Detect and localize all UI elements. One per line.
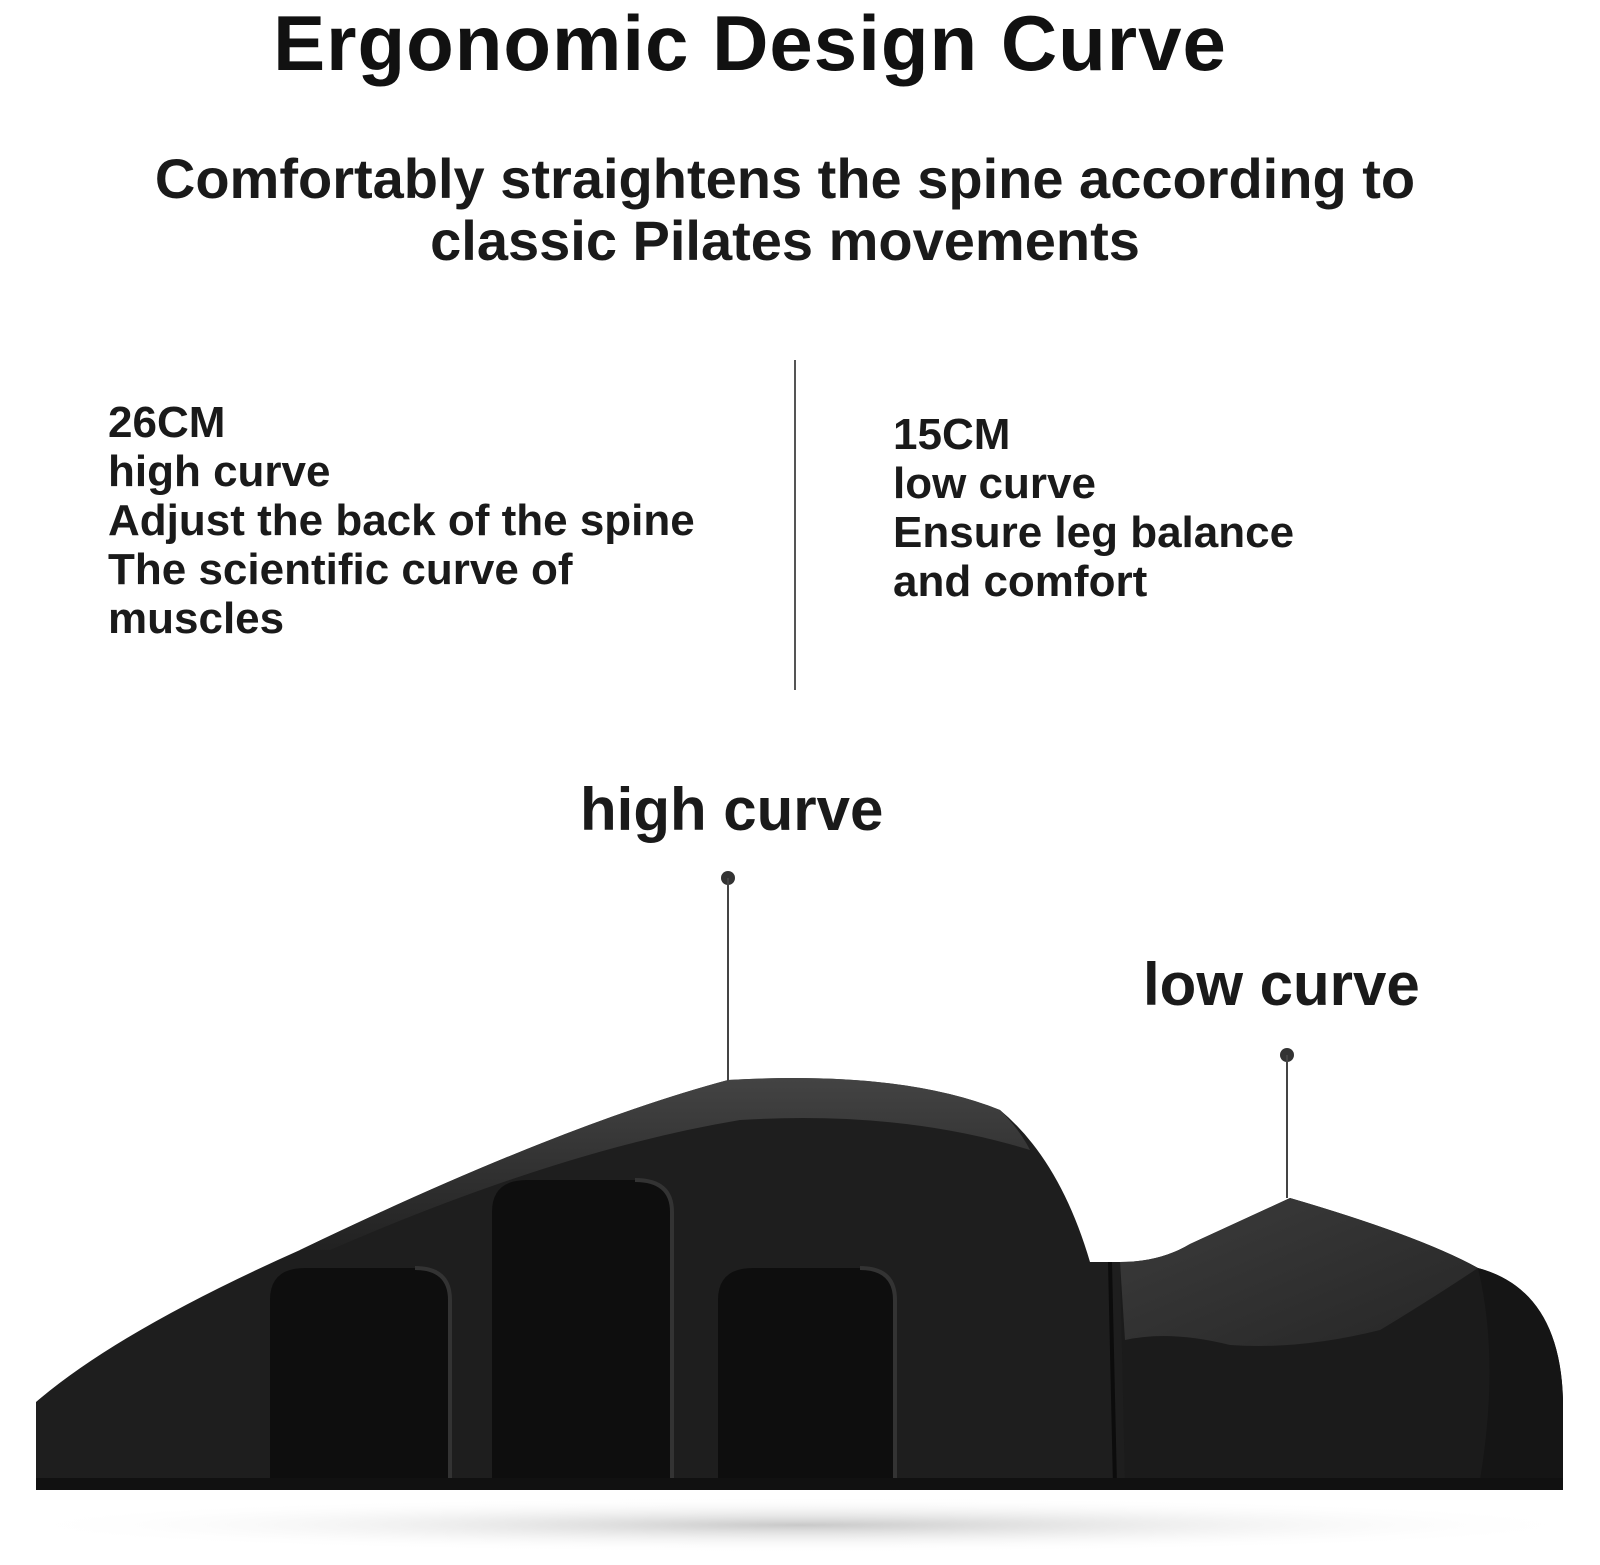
subtitle: Comfortably straightens the spine accord… (60, 148, 1510, 272)
high-curve-pointer (721, 871, 735, 1082)
spec-divider (794, 360, 796, 690)
low-curve-pointer (1280, 1048, 1294, 1198)
low-curve-desc-1: Ensure leg balance (893, 508, 1295, 557)
high-curve-desc-3: muscles (108, 594, 285, 643)
high-curve-block (36, 1078, 1563, 1490)
low-curve-name: low curve (893, 459, 1096, 508)
page-title: Ergonomic Design Curve (273, 0, 1227, 87)
low-curve-callout-label: low curve (1143, 951, 1420, 1018)
subtitle-line-1: Comfortably straightens the spine accord… (154, 147, 1416, 210)
low-curve-spec: 15CM low curve Ensure leg balance and co… (893, 410, 1294, 606)
high-curve-callout-label: high curve (580, 776, 884, 843)
subtitle-line-2: classic Pilates movements (430, 209, 1140, 272)
high-curve-spec: 26CM high curve Adjust the back of the s… (108, 398, 695, 643)
high-curve-size: 26CM (108, 398, 226, 447)
high-curve-desc-2: The scientific curve of (108, 545, 573, 594)
high-curve-desc-1: Adjust the back of the spine (108, 496, 695, 545)
low-curve-block (1120, 1198, 1563, 1486)
floor-shadow (0, 1497, 1600, 1553)
low-curve-size: 15CM (893, 410, 1011, 459)
high-curve-name: high curve (108, 447, 331, 496)
low-curve-desc-2: and comfort (893, 557, 1148, 606)
arch-cutout-right (718, 1268, 895, 1486)
arch-cutout-center (492, 1180, 672, 1486)
arch-cutout-left (270, 1268, 450, 1486)
